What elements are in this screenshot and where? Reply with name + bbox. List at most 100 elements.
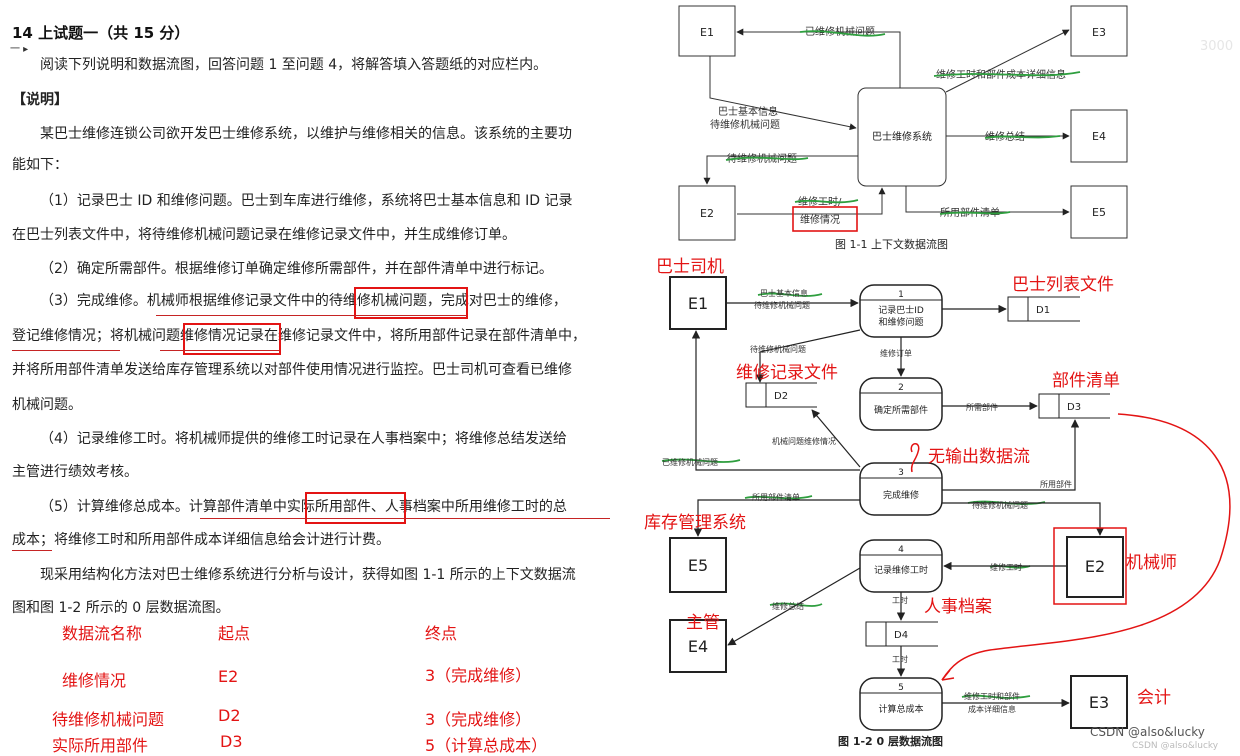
fig2-process-5-label: 计算总成本: [878, 703, 923, 715]
intro-paragraph: 阅读下列说明和数据流图，回答问题 1 至问题 4，将解答填入答题纸的对应栏内。: [40, 57, 548, 73]
underline-3b-1: [12, 350, 120, 351]
fig1-highlight-box: [792, 206, 858, 232]
fig2-process-3-num: 3: [898, 468, 904, 478]
annot-hr-file: 人事档案: [924, 597, 992, 617]
figure-1-2: [669, 276, 1128, 731]
fig1-flow-info-label-1: 巴士基本信息: [718, 105, 778, 118]
para-4-line-1: （4）记录维修工时。将机械师提供的维修工时记录在人事档案中；将维修总结发送给: [40, 431, 567, 447]
highlight-box-repair-status: [183, 323, 281, 355]
fig2-flow-record-label: 机械问题维修情况: [772, 436, 836, 446]
answer-row-2-start: D2: [218, 706, 241, 725]
fig2-flow-record: [811, 409, 861, 468]
fig2-flow-list: [693, 499, 860, 537]
fig2-process-2-num: 2: [898, 383, 904, 393]
fig2-label-d4: D4: [894, 630, 908, 641]
fig1-flow-hours-label-2: 维修情况: [800, 213, 840, 226]
para-3-line-4: 机械问题。: [12, 397, 82, 413]
answer-row-1-end: 3（完成维修）: [425, 666, 532, 685]
fig2-label-e3: E3: [1089, 693, 1109, 712]
fig2-flow-cost-label-2: 成本详细信息: [968, 704, 1016, 714]
fig2-flow-pending2-label: 待维修机械问题: [972, 500, 1028, 510]
underline-3a: [156, 315, 466, 316]
fig2-label-e2: E2: [1085, 557, 1105, 576]
problem-title: 14 上试题一（共 15 分）: [12, 24, 190, 42]
underline-5a: [200, 518, 610, 519]
para-3-line-3: 并将所用部件清单发送给库存管理系统以对部件使用情况进行监控。巴士司机可查看已维修: [12, 362, 572, 378]
fig2-label-e4: E4: [688, 637, 708, 656]
fig2-process-4-num: 4: [898, 545, 904, 555]
fig2-store-d2: [745, 382, 817, 408]
annot-mechanic: 机械师: [1126, 553, 1177, 573]
fig1-corner-text: 3000: [1200, 39, 1233, 54]
fig2-flow-list-label: 所用部件清单: [752, 492, 800, 502]
fig2-process-5: [859, 677, 943, 731]
para-4-line-2: 主管进行绩效考核。: [12, 464, 138, 480]
answer-header-start: 起点: [218, 624, 251, 643]
fig2-flow-p1-d2-label: 待维修机械问题: [750, 344, 806, 354]
fig1-flow-pending: [703, 155, 858, 185]
annot-parts-list: 部件清单: [1052, 371, 1120, 391]
fig1-label-e1: E1: [700, 26, 714, 39]
highlight-box-actual-parts: [305, 492, 406, 524]
answer-row-3-start: D3: [220, 732, 243, 751]
margin-mark: 一 ▸: [10, 44, 29, 55]
fig2-process-3-label: 完成维修: [883, 489, 919, 501]
fig1-entity-e4: [1070, 109, 1128, 163]
fig1-process: [857, 87, 947, 187]
fig1-flow-fixed: [736, 28, 901, 88]
fig2-process-1-label-2: 和维修问题: [878, 316, 923, 328]
fig2-process-2: [859, 377, 943, 431]
fig1-entity-e3: [1070, 5, 1128, 57]
figure-1-1: [678, 5, 1128, 241]
fig2-flow-pending2: [942, 502, 1105, 536]
section-heading: 【说明】: [12, 92, 68, 108]
fig2-process-4-label: 记录维修工时: [874, 564, 928, 576]
answer-header-end: 终点: [425, 624, 458, 643]
annot-supervisor: 主管: [686, 613, 720, 633]
fig2-store-d1: [1007, 296, 1080, 322]
fig2-flow-fixed-label: 已维修机械问题: [662, 457, 718, 467]
para-5-line-1: （5）计算维修总成本。计算部件清单中实际所用部件、人事档案中所用维修工时的总: [40, 499, 567, 515]
fig1-label-e3: E3: [1092, 26, 1106, 39]
answer-row-3-end: 5（计算总成本）: [425, 736, 548, 755]
annot-accountant: 会计: [1137, 688, 1171, 708]
annot-no-output: 无输出数据流: [928, 447, 1030, 467]
fig2-flow-parts-label: 所需部件: [966, 402, 998, 412]
fig2-store-d4: [865, 621, 938, 647]
fig2-label-d2: D2: [774, 391, 788, 402]
annot-repair-file: 维修记录文件: [736, 363, 838, 383]
fig1-process-label: 巴士维修系统: [872, 130, 932, 143]
annot-driver: 巴士司机: [656, 257, 724, 277]
fig2-flow-order-label: 维修订单: [880, 348, 912, 358]
fig2-flow-e1-p1-label-1: 巴士基本信息: [760, 288, 808, 298]
fig2-flow-hours-b-label: 工时: [892, 654, 908, 664]
fig2-caption: 图 1-2 0 层数据流图: [838, 734, 943, 748]
para-6-line-1: 现采用结构化方法对巴士维修系统进行分析与设计，获得如图 1-1 所示的上下文数据…: [40, 567, 576, 583]
underline-3b-2: [160, 350, 280, 351]
red-ink-strokes: [910, 413, 1231, 681]
answer-row-1-start: E2: [218, 667, 239, 686]
fig2-process-1-num: 1: [898, 290, 904, 300]
fig2-flow-hours-a-label: 工时: [892, 595, 908, 605]
fig2-process-1-label-1: 记录巴士ID: [878, 304, 924, 316]
highlight-box-pending-issue: [354, 287, 468, 319]
answer-row-2-name: 待维修机械问题: [52, 710, 165, 729]
answer-header-name: 数据流名称: [62, 624, 143, 643]
para-1-line-2: 在巴士列表文件中，将待维修机械问题记录在维修记录文件中，并生成维修订单。: [12, 227, 516, 243]
watermark: CSDN @also&lucky: [1090, 725, 1205, 739]
fig2-store-d3: [1038, 393, 1110, 419]
fig2-label-e5: E5: [688, 556, 708, 575]
answer-row-2-end: 3（完成维修）: [425, 710, 532, 729]
para-3-line-2: 登记维修情况；将机械问题维修情况记录在维修记录文件中，将所用部件记录在部件清单中…: [12, 328, 586, 344]
fig1-entity-e2: [678, 185, 736, 241]
fig1-flow-info: [709, 56, 857, 131]
fig1-flow-parts: [905, 186, 1070, 216]
problem-text-panel: 14 上试题一（共 15 分） 一 ▸ 阅读下列说明和数据流图，回答问题 1 至…: [10, 24, 610, 755]
fig2-flow-summary: [727, 567, 861, 646]
fig1-caption: 图 1-1 上下文数据流图: [835, 237, 948, 251]
annot-inventory: 库存管理系统: [644, 513, 746, 533]
fig1-flow-hours: [737, 187, 886, 215]
fig2-flow-e1-p1-label-2: 待维修机械问题: [754, 300, 810, 310]
para-5-line-2: 成本；将维修工时和所用部件成本详细信息给会计进行计费。: [12, 532, 390, 548]
